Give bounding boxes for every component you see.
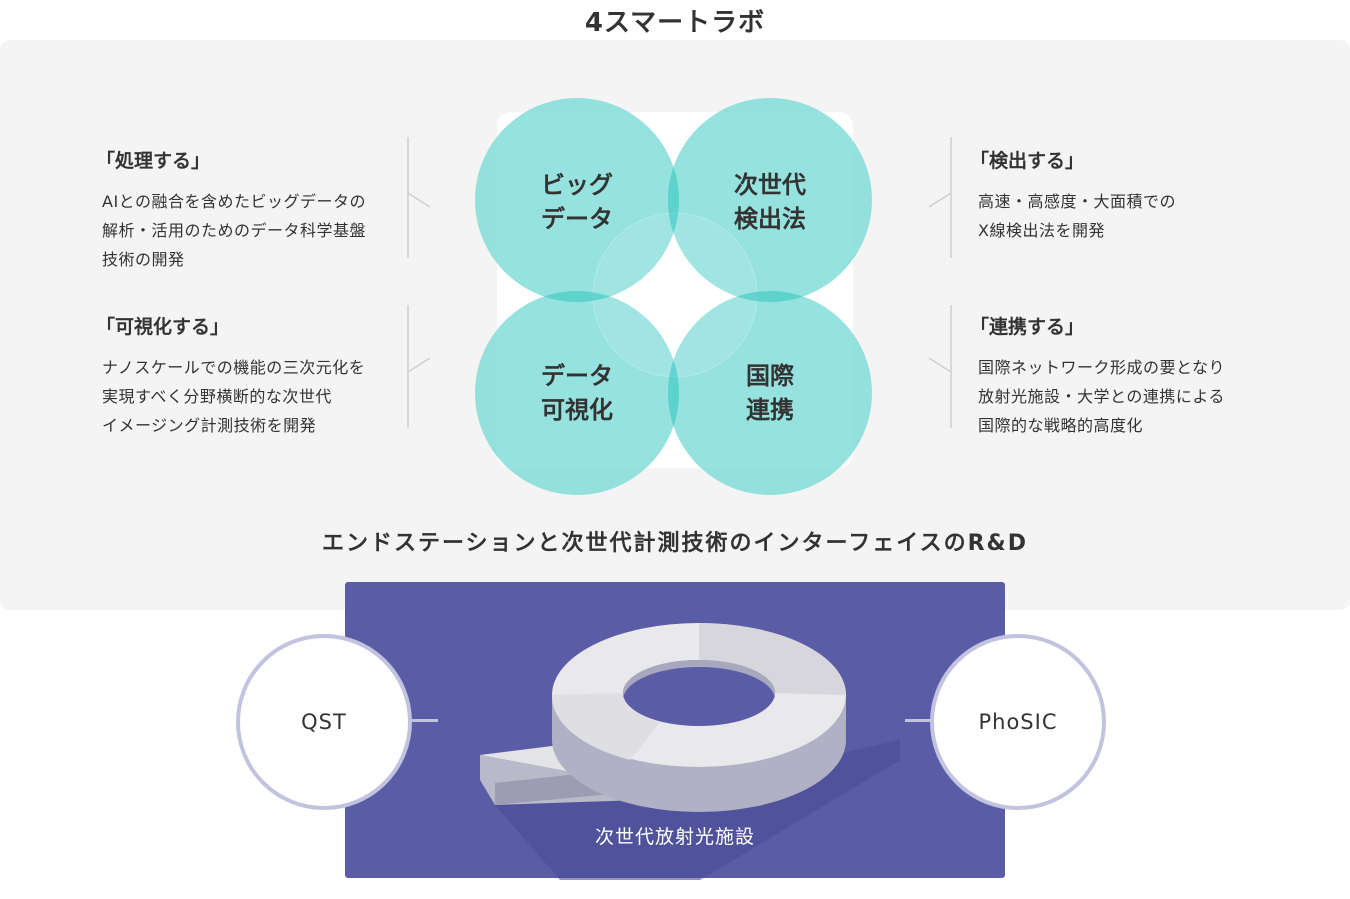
lab-label-big-data: ビッグデータ [541,171,613,233]
desc-process-heading: 「処理する」 [96,150,211,172]
desc-visualize-heading: 「可視化する」 [96,316,230,338]
desc-visualize-line: ナノスケールでの機能の三次元化を [102,358,366,377]
desc-detect-line: 高速・高感度・大面積での [978,192,1177,211]
circle-international-collaboration [668,291,872,495]
bracket-detect [928,137,952,258]
desc-process-line: 技術の開発 [102,250,185,269]
lab-label-international-collaboration: 国際連携 [746,362,794,424]
desc-connect-line: 国際ネットワーク形成の要となり [978,358,1226,377]
bracket-visualize [407,305,431,428]
connector-right [905,719,935,722]
desc-visualize-line: イメージング計測技術を開発 [102,416,317,435]
storage-ring-inner-wall [623,660,775,700]
desc-process: 「処理する」 AIとの融合を含めたビッグデータの 解析・活用のためのデータ科学基… [96,146,366,274]
desc-detect-line: X線検出法を開発 [978,221,1105,240]
storage-ring-side [552,695,846,812]
desc-detect-heading: 「検出する」 [970,150,1085,172]
desc-connect-line: 放射光施設・大学との連携による [978,387,1225,406]
storage-ring-segment [551,693,660,760]
lab-label-next-gen-detection: 次世代検出法 [734,171,806,233]
interface-rd-subtitle: エンドステーションと次世代計測技術のインターフェイスのR&D [322,531,1028,556]
connector-left [408,719,438,722]
page-title: 4スマートラボ [584,8,766,38]
bracket-process [407,137,431,258]
circle-next-gen-detection [668,98,872,302]
desc-process-line: 解析・活用のためのデータ科学基盤 [102,221,367,240]
desc-process-line: AIとの融合を含めたビッグデータの [102,192,367,211]
lab-label-data-visualization: データ可視化 [541,362,613,424]
desc-connect-heading: 「連携する」 [970,316,1085,338]
circle-data-visualization [475,291,679,495]
desc-visualize: 「可視化する」 ナノスケールでの機能の三次元化を 実現すべく分野横断的な次世代 … [96,312,365,440]
desc-detect: 「検出する」 高速・高感度・大面積での X線検出法を開発 [970,146,1176,245]
desc-visualize-line: 実現すべく分野横断的な次世代 [102,387,332,406]
desc-connect-line: 国際的な戦略的高度化 [978,416,1144,435]
partner-phosic: PhoSIC [930,634,1106,810]
partner-qst: QST [236,634,412,810]
bracket-connect [928,305,952,428]
facility-caption: 次世代放射光施設 [594,826,755,848]
desc-connect: 「連携する」 国際ネットワーク形成の要となり 放射光施設・大学との連携による 国… [970,312,1225,440]
storage-ring-segment [699,623,846,695]
circle-big-data [475,98,679,302]
